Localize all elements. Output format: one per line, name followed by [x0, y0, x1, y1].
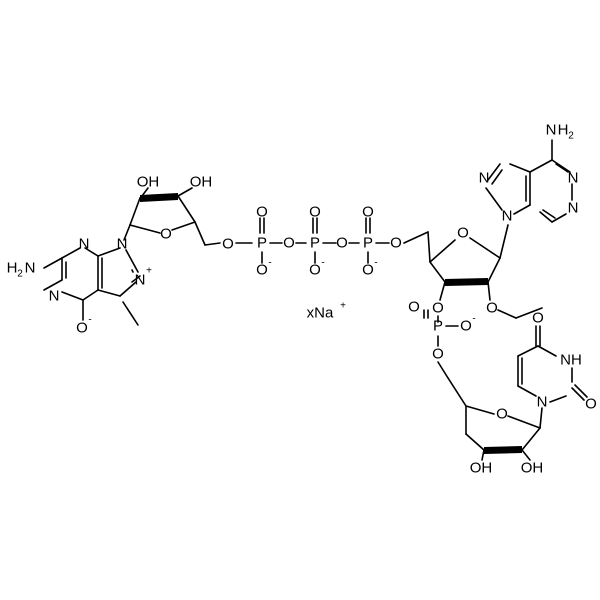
ribose2-3-o: O: [432, 300, 444, 317]
adenine-n9: N: [502, 208, 513, 225]
ribose-3: [465, 405, 543, 461]
uracil-n1: N: [537, 394, 548, 411]
ribose1-5-o: O: [222, 236, 234, 253]
adenine-amino-n: N: [546, 122, 557, 139]
ribose2-ring-o: O: [457, 225, 469, 242]
guanine-o6: O: [76, 320, 88, 337]
ribose2-ethoxy-o: O: [486, 300, 498, 317]
phosphodiester-link: [423, 309, 467, 407]
phosphate-1-o-bottom: O: [256, 262, 268, 279]
guanine-o6-charge: -: [88, 315, 91, 326]
phosphate-4: P: [433, 318, 443, 335]
phosphate-2-o-bottom: O: [309, 262, 321, 279]
guanine-n7: N: [135, 272, 146, 289]
phosphate-1-o-top: O: [256, 204, 268, 221]
bridge-o-23: O: [336, 235, 348, 252]
uracil-o4: O: [532, 310, 544, 327]
guanine-n1: N: [49, 288, 60, 305]
adenine-amino-2: 2: [568, 131, 574, 142]
ribose3-ring-o: O: [496, 406, 508, 423]
guanine-amino-2: 2: [17, 269, 23, 280]
uracil-n3: NH: [560, 352, 582, 369]
adenine-ring: [485, 139, 573, 223]
sodium-counterion: xNa: [307, 305, 334, 322]
triphosphate-chain: [235, 217, 429, 264]
ribose3-oh-a: OH: [470, 460, 493, 477]
phosphate-2-o-charge: -: [321, 258, 324, 269]
guanine-n7-charge: +: [146, 266, 152, 277]
phosphate-3-o-bottom: O: [362, 262, 374, 279]
sodium-counterion-charge: +: [340, 301, 346, 312]
bridge-o-12: O: [283, 235, 295, 252]
ribose1-oh-a: OH: [137, 174, 160, 191]
guanine-amino-n: N: [25, 260, 36, 277]
adenine-amino-h: H: [558, 122, 569, 139]
phosphate-3: P: [363, 235, 373, 252]
uracil-ring: [517, 325, 588, 403]
adenine-n3: N: [568, 200, 579, 217]
adenine-n7: N: [479, 170, 490, 187]
phosphate-1-o-charge: -: [268, 258, 271, 269]
ribose-2: [427, 224, 543, 319]
guanine-ring: [43, 224, 141, 326]
phosphate-2: P: [310, 235, 320, 252]
phosphate-1: P: [257, 235, 267, 252]
phosphate-4-o-down: O: [432, 346, 444, 363]
guanine-n3: N: [79, 236, 90, 253]
phosphate-4-o-right-charge: -: [472, 314, 475, 325]
guanine-n9: N: [117, 236, 128, 253]
phosphate-2-o-top: O: [309, 204, 321, 221]
bridge-o-3r: O: [390, 235, 402, 252]
ribose-1: [129, 187, 221, 246]
phosphate-3-o-charge: -: [374, 258, 377, 269]
phosphate-3-o-top: O: [362, 204, 374, 221]
adenine-n1: N: [568, 170, 579, 187]
phosphate-4-o-top: O: [408, 299, 420, 316]
ribose1-oh-b: OH: [190, 174, 213, 191]
uracil-o2: O: [585, 396, 597, 413]
phosphate-4-o-right: O: [460, 318, 472, 335]
ribose3-oh-b: OH: [521, 460, 544, 477]
guanine-amino-h: H: [7, 260, 18, 277]
ribose1-ring-o: O: [160, 226, 172, 243]
